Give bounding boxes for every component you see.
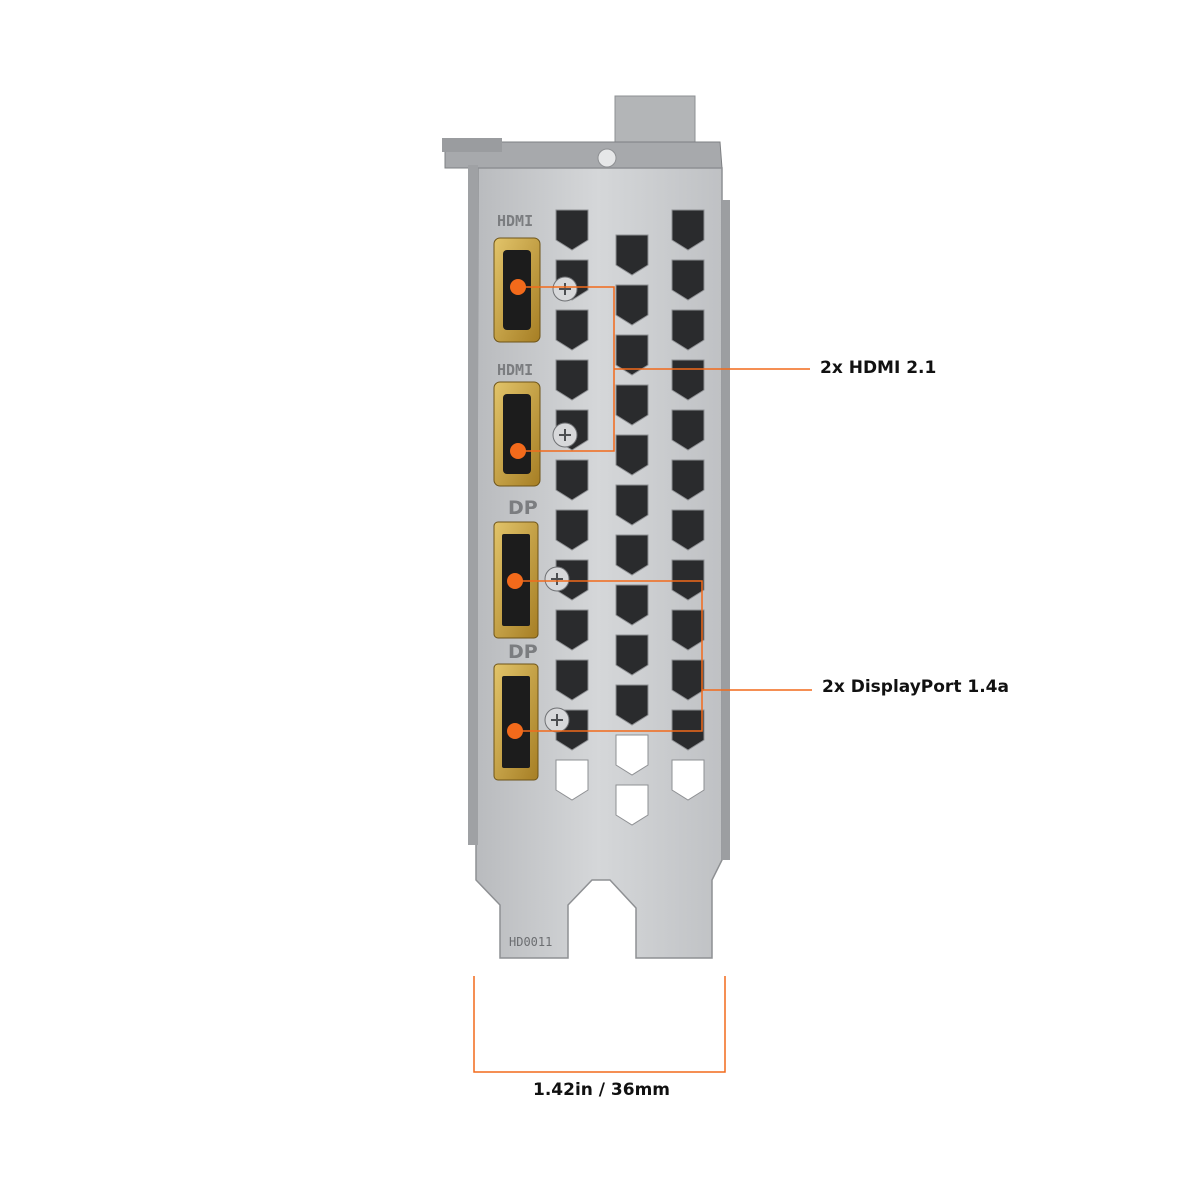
- hdmi-port-2: [493, 381, 541, 487]
- left-edge-strip: [468, 165, 478, 845]
- hdmi-callout-leader: [518, 286, 810, 452]
- vent-cell: [555, 309, 589, 351]
- vent-cell: [671, 259, 705, 301]
- vent-cell: [615, 484, 649, 526]
- vent-cell: [555, 209, 589, 251]
- screw-icon: [544, 707, 570, 733]
- vent-cell: [615, 684, 649, 726]
- hdmi-callout-dot: [510, 443, 526, 459]
- vent-cell: [615, 784, 649, 826]
- width-dimension-line: [473, 976, 726, 1073]
- port-label-hdmi: HDMI: [497, 212, 533, 230]
- vent-cell: [555, 359, 589, 401]
- vent-cell: [615, 534, 649, 576]
- port-label-dp: DP: [508, 641, 538, 663]
- screw-icon: [544, 566, 570, 592]
- vent-cell: [671, 209, 705, 251]
- vent-cell: [671, 709, 705, 751]
- vent-cell: [615, 384, 649, 426]
- vent-cell: [555, 659, 589, 701]
- vent-cell: [555, 459, 589, 501]
- displayport-callout-dot: [507, 573, 523, 589]
- vent-cell: [671, 359, 705, 401]
- vent-cell: [671, 309, 705, 351]
- vent-cell: [615, 284, 649, 326]
- port-label-dp: DP: [508, 497, 538, 519]
- vent-cell: [615, 334, 649, 376]
- vent-cell: [555, 759, 589, 801]
- width-dimension-label: 1.42in / 36mm: [533, 1080, 671, 1100]
- vent-cell: [671, 409, 705, 451]
- mounting-screw-hole: [597, 148, 617, 168]
- displayport-port-2: [493, 663, 539, 781]
- displayport-callout-dot: [507, 723, 523, 739]
- vent-cell: [555, 609, 589, 651]
- vent-cell: [555, 509, 589, 551]
- vent-cell: [615, 734, 649, 776]
- vent-cell: [671, 559, 705, 601]
- vent-cell: [671, 509, 705, 551]
- vent-cell: [671, 609, 705, 651]
- vent-cell: [615, 434, 649, 476]
- vent-cell: [615, 234, 649, 276]
- hdmi-callout-dot: [510, 279, 526, 295]
- part-number-label: HD0011: [509, 935, 552, 949]
- hdmi-callout-label: 2x HDMI 2.1: [820, 358, 937, 378]
- bracket-side-edge: [722, 200, 730, 860]
- displayport-callout-label: 2x DisplayPort 1.4a: [822, 677, 1009, 697]
- vent-cell: [671, 659, 705, 701]
- port-label-hdmi: HDMI: [497, 361, 533, 379]
- mounting-tab: [442, 138, 502, 152]
- screw-icon: [552, 276, 578, 302]
- vent-cell: [671, 459, 705, 501]
- screw-icon: [552, 422, 578, 448]
- displayport-callout-leader: [515, 580, 812, 732]
- vent-cell: [671, 759, 705, 801]
- vent-cell: [615, 584, 649, 626]
- vent-cell: [615, 634, 649, 676]
